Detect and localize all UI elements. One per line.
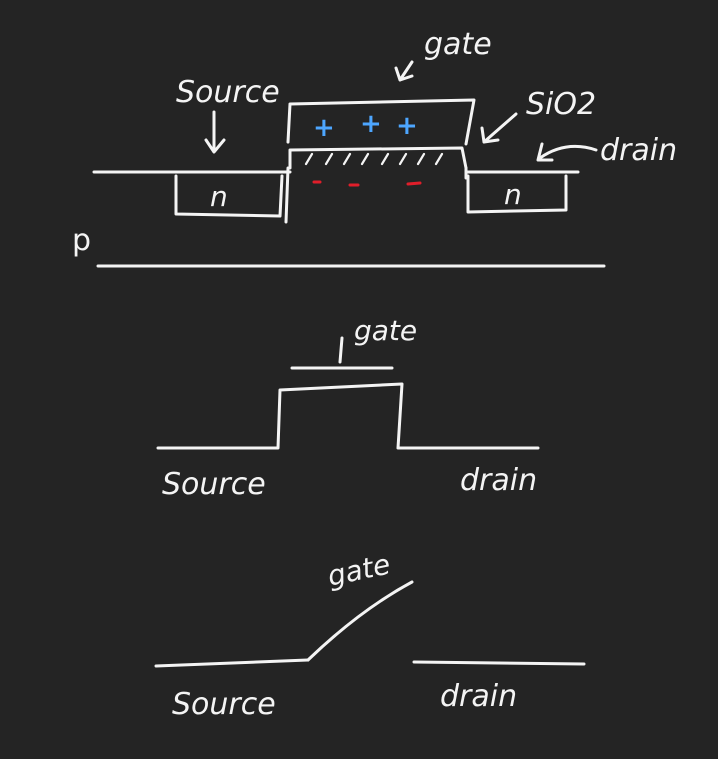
negative-charge — [406, 181, 422, 186]
energy-barrier-line — [156, 382, 540, 450]
drain-label: drain — [600, 133, 677, 168]
oxide-hatching — [304, 152, 444, 166]
gate-lever-line — [306, 580, 414, 662]
positive-charge: + — [396, 111, 418, 141]
arrow-to-oxide — [480, 112, 518, 144]
source-region-label: n — [210, 180, 228, 213]
channel-region-outline — [284, 166, 468, 224]
source-n-region — [174, 174, 284, 218]
drain-level-line — [412, 660, 586, 666]
mosfet-cross-section: + + + gate Source SiO2 drain n n p — [72, 27, 677, 268]
arrow-to-gate — [394, 60, 414, 82]
gate-label: gate — [424, 27, 492, 62]
positive-charge: + — [313, 113, 335, 143]
gate-label: gate — [354, 314, 417, 347]
source-label: Source — [176, 75, 280, 110]
gate-label: gate — [325, 547, 394, 592]
barrier-diagram-gate-off: gate Source drain — [156, 314, 540, 502]
substrate-label: p — [72, 223, 91, 258]
gate-electrode — [286, 98, 476, 146]
positive-charges: + + + — [313, 109, 418, 143]
barrier-diagram-gate-on: gate Source drain — [154, 547, 586, 722]
drain-label: drain — [440, 679, 517, 714]
arrow-to-source — [204, 110, 226, 154]
negative-charges — [312, 180, 422, 187]
source-label: Source — [172, 687, 276, 722]
oxide-label: SiO2 — [526, 87, 596, 122]
drain-n-region — [466, 174, 568, 214]
drain-region-label: n — [504, 178, 522, 211]
positive-charge: + — [360, 109, 382, 139]
source-label: Source — [162, 467, 266, 502]
source-level-line — [154, 658, 310, 668]
arrow-to-drain — [536, 142, 598, 162]
oxide-layer — [288, 146, 468, 170]
gate-stem — [338, 336, 344, 364]
drain-label: drain — [460, 463, 537, 498]
